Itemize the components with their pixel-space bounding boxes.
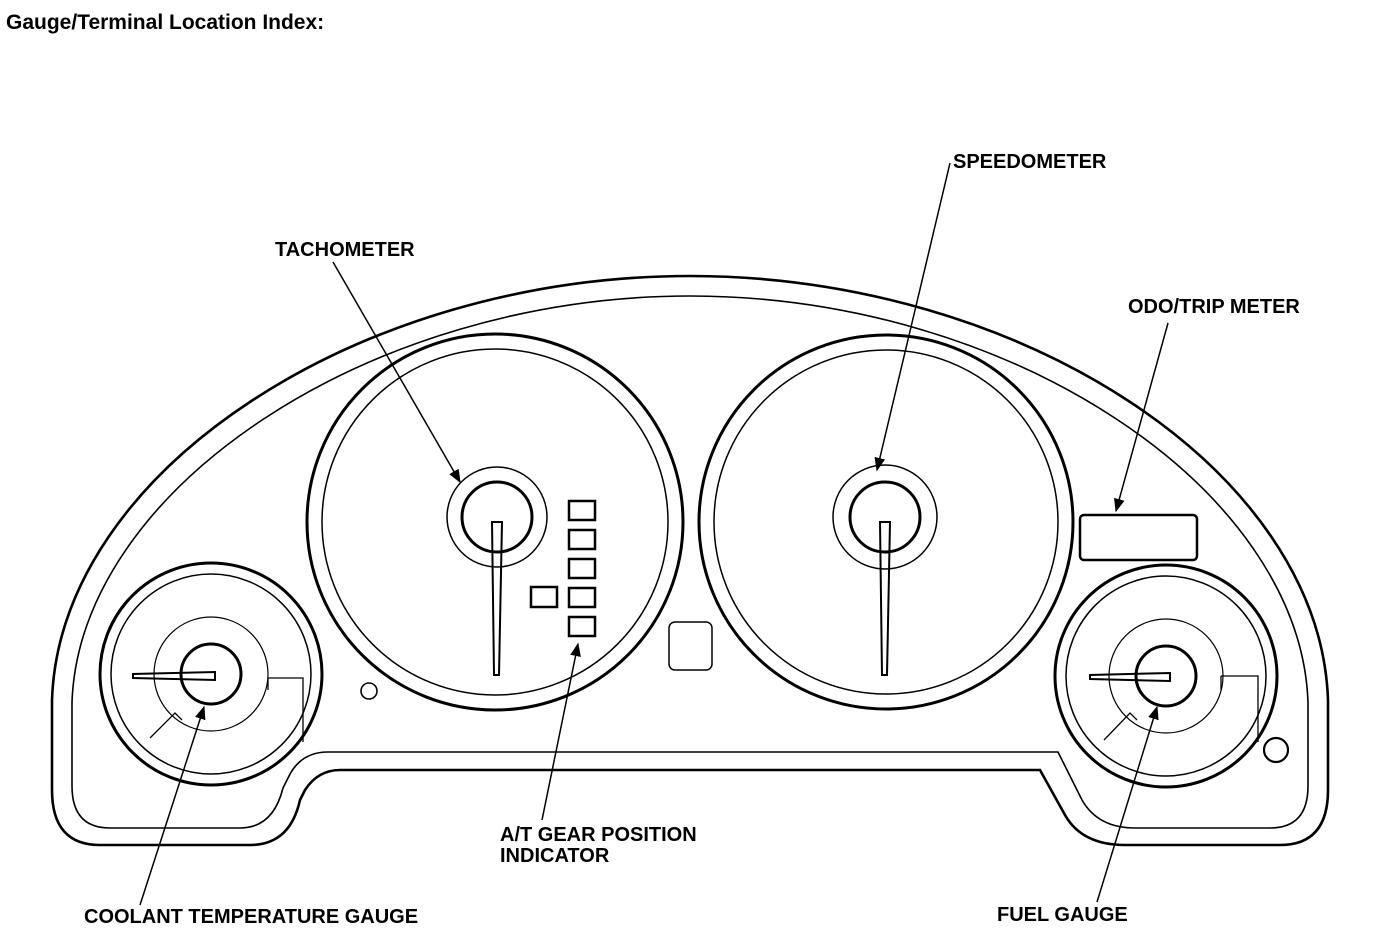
coolant-gauge-cold-zone <box>149 712 183 739</box>
fuel-gauge <box>1053 563 1279 789</box>
at-gear-position-indicator-label-line2: INDICATOR <box>500 845 610 867</box>
speedometer-hub <box>848 480 922 554</box>
coolant-gauge-dial-face <box>110 573 312 775</box>
page-title: Gauge/Terminal Location Index: <box>6 11 324 34</box>
tachometer-leader <box>332 261 461 484</box>
speedometer-leader <box>874 162 951 472</box>
tachometer-outer-ring <box>305 332 685 712</box>
speedometer-outer-ring <box>697 333 1075 711</box>
tachometer-hub-ring <box>446 466 548 568</box>
coolant-temperature-gauge-label: COOLANT TEMPERATURE GAUGE <box>84 906 418 928</box>
coolant-temperature-gauge <box>98 561 324 787</box>
center-indicator-window <box>668 621 713 671</box>
speedometer-label: SPEEDOMETER <box>953 151 1107 173</box>
fuel-gauge-full-zone <box>1220 675 1259 742</box>
at-gear-position-indicator-label-line1: A/T GEAR POSITION <box>500 824 697 846</box>
gear-lamp <box>567 586 597 609</box>
coolant-gauge-hot-zone <box>267 677 304 742</box>
gear-lamp <box>567 615 597 638</box>
coolant-gauge-needle <box>132 670 216 682</box>
fuel-gauge-needle <box>1089 671 1171 683</box>
fuel-gauge-leader <box>1096 705 1159 903</box>
tachometer-dial-face <box>321 348 669 696</box>
odo-trip-meter-leader <box>1114 322 1169 513</box>
coolant-temperature-gauge-leader <box>139 705 206 906</box>
cluster-inner-outline <box>71 295 1309 829</box>
at-gear-position-indicator-leader <box>541 642 581 821</box>
tachometer-needle <box>490 521 504 676</box>
fuel-gauge-outer-ring <box>1053 563 1279 789</box>
fuel-gauge-empty-zone <box>1103 712 1138 741</box>
indicator-lamp-right <box>1262 736 1290 764</box>
fuel-gauge-scale-ring <box>1108 618 1224 734</box>
gear-lamp <box>567 499 597 522</box>
gear-lamp <box>567 557 597 580</box>
odo-trip-display <box>1078 513 1199 562</box>
coolant-gauge-hub <box>179 642 243 706</box>
fuel-gauge-label: FUEL GAUGE <box>997 904 1128 926</box>
gear-lamp <box>529 585 559 609</box>
coolant-gauge-outer-ring <box>98 561 324 787</box>
at-gear-position-indicator <box>529 499 597 638</box>
tachometer-hub <box>460 480 534 554</box>
tachometer-label: TACHOMETER <box>275 239 415 261</box>
fuel-gauge-hub <box>1134 644 1198 708</box>
tachometer-gauge <box>305 332 685 712</box>
indicator-lamp-left <box>360 682 378 700</box>
speedometer-gauge <box>697 333 1075 711</box>
speedometer-needle <box>878 521 892 676</box>
fuel-gauge-dial-face <box>1065 575 1267 777</box>
odo-trip-meter-label: ODO/TRIP METER <box>1128 296 1300 318</box>
speedometer-dial-face <box>713 349 1059 695</box>
gear-lamp <box>567 528 597 551</box>
cluster-outer-outline <box>50 274 1330 847</box>
